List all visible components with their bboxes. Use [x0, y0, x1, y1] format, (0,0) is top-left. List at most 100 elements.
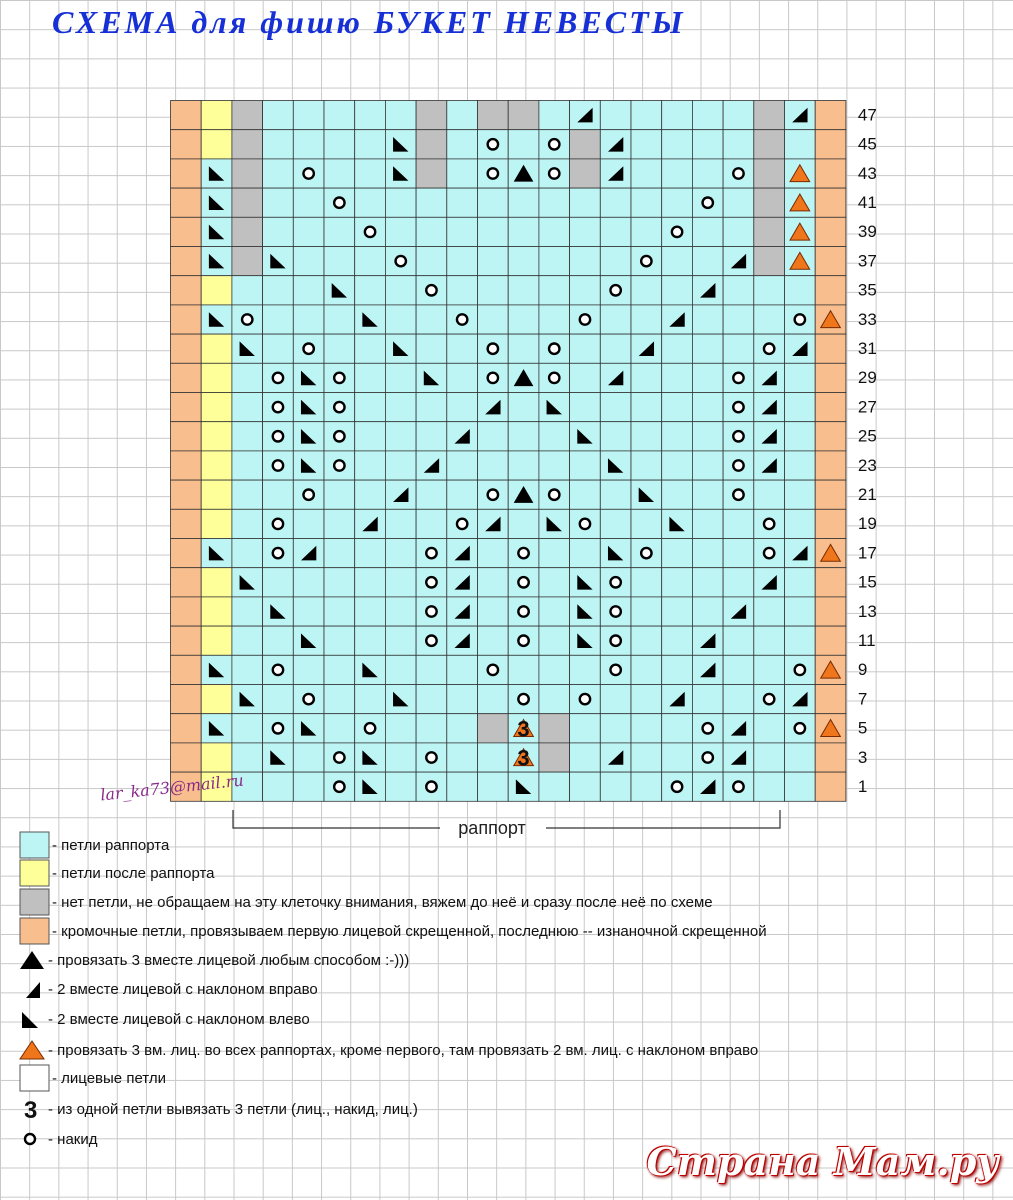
- chart-cell: [200, 421, 233, 452]
- chart-cell: [170, 713, 202, 744]
- yarn-over-symbol: [639, 254, 653, 268]
- chart-cell: [814, 450, 847, 481]
- chart-cell: [753, 625, 785, 656]
- legend-text: - накид: [48, 1131, 98, 1148]
- chart-cell: [753, 246, 785, 277]
- yarn-over-symbol: [425, 546, 438, 560]
- yarn-over-symbol: [425, 283, 438, 297]
- chart-cell: [415, 421, 448, 452]
- legend-item-k3tog: - провязать 3 вместе лицевой любым спосо…: [20, 951, 409, 969]
- chart-cell: [599, 538, 632, 569]
- chart-cell: [507, 216, 540, 247]
- chart-cell: [722, 654, 755, 685]
- chart-cell: [599, 392, 632, 423]
- k3tog-orange-symbol: [512, 747, 535, 767]
- chart-cell: [814, 129, 847, 160]
- chart-cell: [231, 684, 263, 715]
- chart-cell: [814, 771, 847, 802]
- chart-cell: [753, 129, 785, 160]
- chart-cell: [814, 421, 847, 452]
- chart-cell: [446, 654, 478, 685]
- chart-cell: [170, 421, 202, 452]
- yarn-over-symbol: [455, 313, 469, 326]
- row-number: 37: [858, 251, 877, 270]
- k2tog-right-symbol: [485, 516, 501, 532]
- chart-cell: [692, 275, 724, 306]
- chart-cell: [569, 392, 601, 423]
- yarn-over-symbol: [455, 517, 469, 531]
- chart-cell: [569, 771, 601, 802]
- chart-cell: [630, 596, 663, 627]
- k2tog-right-symbol: [454, 633, 470, 648]
- row-number: 19: [858, 514, 877, 533]
- k2tog-left-symbol: [208, 224, 225, 240]
- chart-cell: [415, 100, 448, 131]
- chart-cell: [415, 216, 448, 247]
- chart-cell: [507, 100, 540, 131]
- chart-cell: [722, 684, 755, 715]
- yarn-over-symbol: [547, 488, 561, 502]
- row-number: 13: [858, 602, 877, 621]
- k2tog-right-symbol: [700, 779, 716, 794]
- legend-text: - из одной петли вывязать 3 петли (лиц.,…: [48, 1101, 418, 1118]
- chart-cell: [630, 684, 663, 715]
- legend-text: - нет петли, не обращаем на эту клеточку…: [52, 894, 713, 911]
- chart-cell: [630, 742, 663, 773]
- chart-cell: [231, 246, 263, 277]
- yarn-over-symbol: [517, 605, 530, 618]
- chart-cell: [569, 538, 601, 569]
- chart-cell: [630, 771, 663, 802]
- row-number: 27: [858, 397, 877, 416]
- chart-cell: [415, 362, 448, 393]
- legend-text: - провязать 3 вместе лицевой любым спосо…: [48, 952, 409, 969]
- chart-cell: [292, 596, 325, 627]
- chart-cell: [722, 538, 755, 569]
- k2tog-left-symbol: [300, 399, 317, 415]
- yarn-over-symbol: [732, 400, 745, 414]
- row-number: 11: [858, 631, 876, 650]
- chart-cell: [599, 187, 632, 218]
- chart-cell: [692, 508, 724, 539]
- chart-cell: [200, 362, 233, 393]
- chart-cell: [661, 625, 693, 656]
- row-number: 45: [858, 135, 877, 154]
- chart-cell: [477, 216, 509, 247]
- chart-cell: [661, 392, 693, 423]
- k2tog-left-symbol: [638, 487, 655, 502]
- chart-cell: [200, 392, 233, 423]
- chart-cell: [477, 246, 509, 277]
- chart-cell: [784, 596, 816, 627]
- chart-cell: [569, 158, 601, 189]
- k2tog-left-symbol: [300, 429, 317, 444]
- yarn-over-symbol: [332, 429, 346, 443]
- chart-cell: [661, 567, 693, 598]
- k2tog-right-symbol: [761, 370, 777, 386]
- yarn-over-symbol: [793, 313, 807, 326]
- k2tog-left-symbol: [393, 166, 409, 181]
- chart-cell: [323, 713, 356, 744]
- chart-cell: [231, 538, 263, 569]
- chart-cell: [415, 479, 448, 510]
- chart-cell: [384, 538, 417, 569]
- yarn-over-symbol: [486, 488, 500, 502]
- chart-cell: [753, 421, 785, 452]
- k2tog-left-symbol: [300, 370, 317, 386]
- chart-cell: [569, 479, 601, 510]
- chart-cell: [599, 771, 632, 802]
- chart-cell: [384, 421, 417, 452]
- chart-cell: [292, 742, 325, 773]
- yarn-over-symbol: [332, 780, 346, 794]
- chart-cell: [415, 392, 448, 423]
- chart-cell: [415, 304, 448, 335]
- chart-cell: [323, 216, 356, 247]
- legend-item-knit: - лицевые петли: [19, 1064, 166, 1092]
- chart-cell: [692, 246, 724, 277]
- legend-swatch: [19, 1064, 50, 1092]
- chart-cell: [354, 246, 386, 277]
- chart-cell: [231, 158, 263, 189]
- k2tog-right-symbol: [638, 341, 655, 356]
- chart-cell: [722, 304, 755, 335]
- k2tog-right-symbol: [792, 691, 808, 707]
- k3tog-orange-symbol: [512, 718, 535, 737]
- chart-cell: [292, 246, 325, 277]
